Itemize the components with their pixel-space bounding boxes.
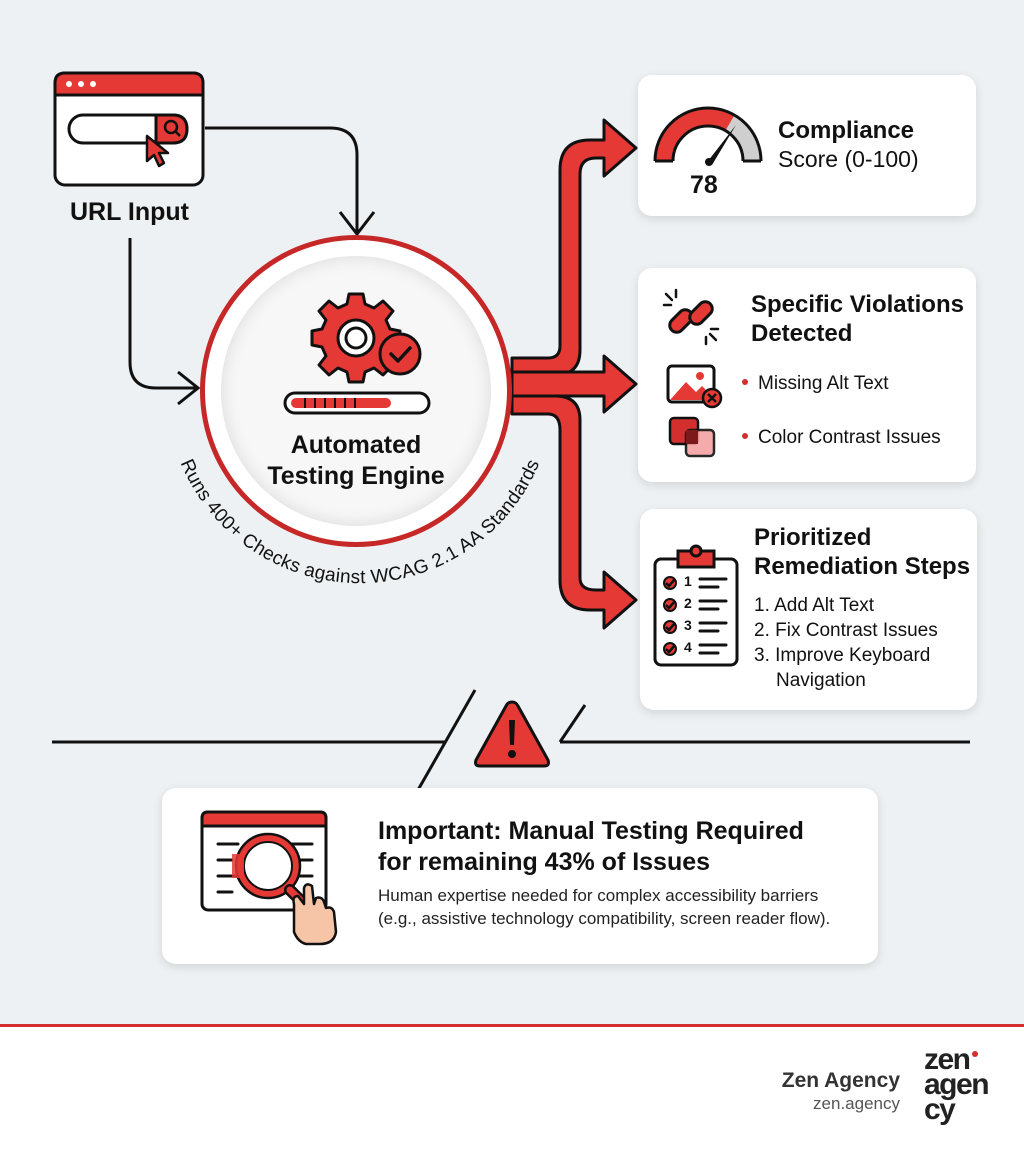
remediation-title-line2: Remediation Steps: [754, 553, 971, 580]
footer-brand-name: Zen Agency: [781, 1069, 900, 1092]
warning-triangle-icon: [474, 700, 550, 768]
remediation-steps: 1. Add Alt Text 2. Fix Contrast Issues 3…: [754, 593, 938, 693]
violations-title: Specific Violations Detected: [751, 290, 964, 348]
cursor-icon: [145, 134, 170, 168]
logo-line-3: cy: [924, 1093, 956, 1126]
broken-link-icon: [662, 288, 720, 346]
compliance-card: 78 Compliance Score (0-100): [638, 75, 976, 216]
logo-dot-icon: [971, 1051, 978, 1057]
magnifier-hand-icon: [200, 810, 338, 946]
bullet-icon: [742, 432, 748, 439]
checklist-number-1: 1: [684, 573, 692, 589]
manual-desc-line2: (e.g., assistive technology compatibilit…: [378, 909, 831, 928]
engine-title-line1: Automated: [290, 431, 422, 459]
divider-slash-right: [558, 704, 587, 743]
bullet-icon: [742, 378, 748, 385]
checklist-number-4: 4: [684, 639, 692, 655]
divider-slash-left: [416, 689, 477, 791]
compliance-title-line2: Score (0-100): [778, 146, 919, 172]
compliance-title: Compliance Score (0-100): [778, 116, 919, 174]
url-down-arrowhead: [177, 370, 201, 406]
url-input-label: URL Input: [70, 198, 189, 226]
remediation-step-3-cont: Navigation: [776, 670, 866, 691]
remediation-step-1: 1. Add Alt Text: [754, 595, 875, 616]
remediation-step-2: 2. Fix Contrast Issues: [754, 620, 938, 641]
gear-check-icon: [310, 292, 422, 384]
gauge-icon: [653, 106, 763, 166]
compliance-title-line1: Compliance: [778, 117, 915, 144]
compliance-score-value: 78: [690, 171, 718, 199]
remediation-title: Prioritized Remediation Steps: [754, 523, 970, 581]
remediation-title-line1: Prioritized: [754, 524, 872, 551]
zen-agency-logo: zen agen cy: [924, 1045, 1014, 1126]
clipboard-checklist-icon: [653, 544, 739, 667]
url-down-connector: [128, 238, 196, 390]
logo-line-1: zen: [924, 1045, 1014, 1075]
violations-title-line2: Detected: [751, 320, 853, 347]
logo-line-2: agen: [924, 1068, 990, 1101]
arc-caption-text: Runs 400+ Checks against WCAG 2.1 AA Sta…: [176, 456, 544, 588]
engine-title-line2: Testing Engine: [267, 462, 445, 490]
manual-testing-card: Important: Manual Testing Required for r…: [162, 788, 878, 964]
remediation-card: 1 2 3 4 Prioritized Remediation Steps 1.…: [640, 509, 977, 710]
engine-arc-caption: Runs 400+ Checks against WCAG 2.1 AA Sta…: [176, 456, 544, 588]
logo-text-1: zen: [924, 1043, 971, 1076]
image-error-icon: [666, 364, 723, 409]
svg-text:Runs 400+ Checks against WCAG: Runs 400+ Checks against WCAG 2.1 AA Sta…: [176, 456, 544, 588]
url-to-engine-connector: [205, 126, 359, 232]
progress-bar-icon: [283, 391, 431, 415]
footer: Zen Agency zen.agency zen agen cy: [0, 1024, 1024, 1157]
violations-title-line1: Specific Violations: [751, 291, 964, 318]
browser-window-icon: [53, 71, 205, 187]
manual-description: Human expertise needed for complex acces…: [378, 884, 830, 930]
red-branch-arrows: [510, 118, 638, 630]
violation-item-1-label: Missing Alt Text: [758, 373, 889, 394]
remediation-step-3: 3. Improve Keyboard: [754, 645, 931, 666]
violation-item-2: Color Contrast Issues: [742, 425, 941, 450]
overlapping-squares-icon: [668, 416, 716, 458]
manual-title-line1: Important: Manual Testing Required: [378, 817, 804, 845]
engine-title: Automated Testing Engine: [221, 430, 491, 492]
url-to-engine-arrowhead: [338, 211, 376, 237]
manual-desc-line1: Human expertise needed for complex acces…: [378, 886, 819, 905]
manual-title-line2: for remaining 43% of Issues: [378, 848, 711, 876]
violation-item-2-label: Color Contrast Issues: [758, 427, 941, 448]
violations-card: Specific Violations Detected Missing Alt…: [638, 268, 976, 482]
footer-brand-url[interactable]: zen.agency: [813, 1094, 900, 1113]
checklist-number-3: 3: [684, 617, 692, 633]
checklist-number-2: 2: [684, 595, 692, 611]
gauge-needle: [708, 125, 736, 165]
violation-item-1: Missing Alt Text: [742, 371, 889, 396]
manual-title: Important: Manual Testing Required for r…: [378, 816, 804, 878]
